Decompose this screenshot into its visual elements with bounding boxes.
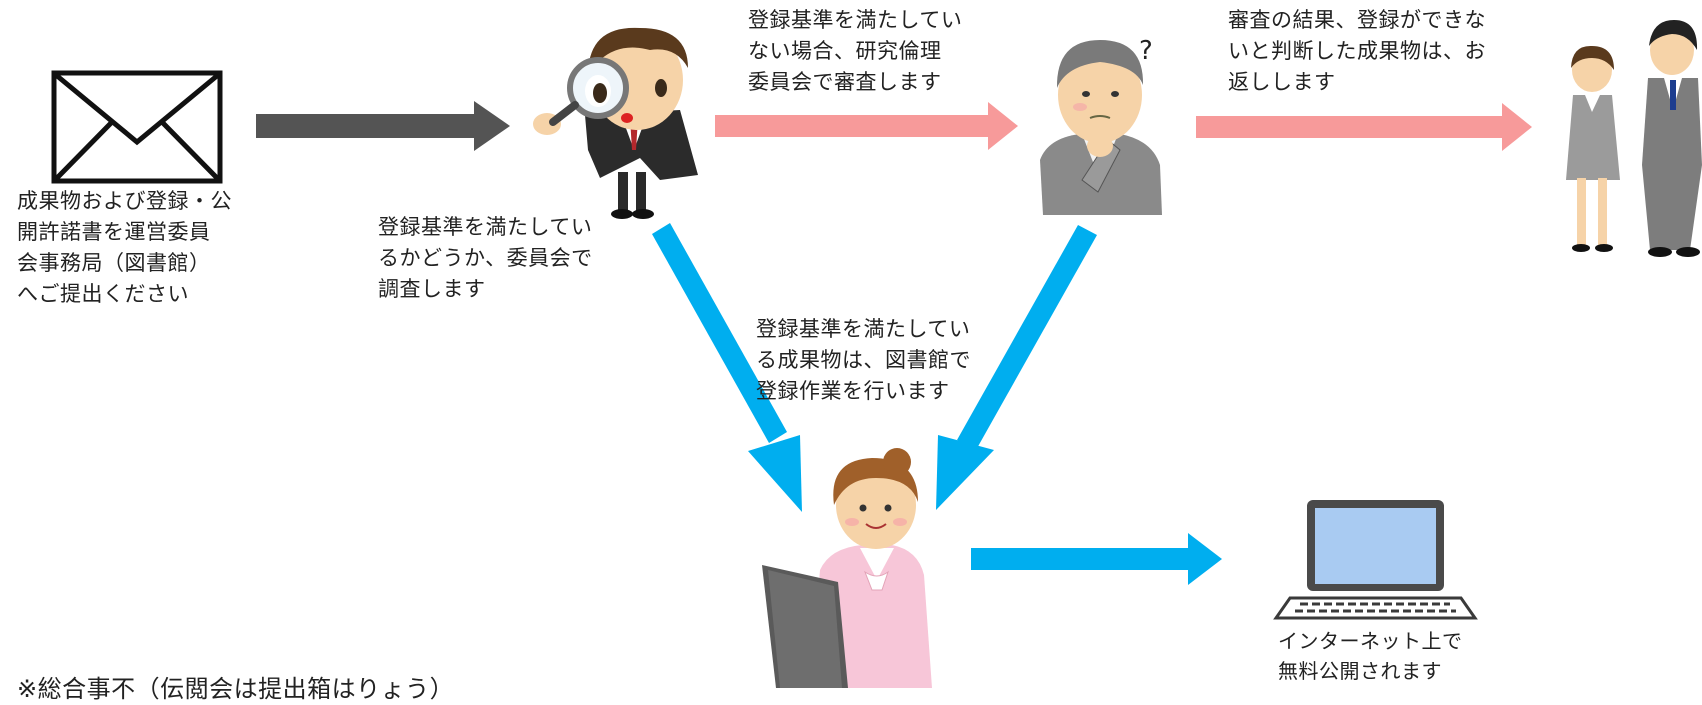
arrow-to-return	[1196, 103, 1532, 151]
label-investigate: 登録基準を満たしてい るかどうか、委員会で 調査します	[378, 215, 593, 301]
workflow-diagram: ?	[51, 20, 1702, 688]
thinking-man-icon	[1040, 40, 1162, 215]
label-submit: 成果物および登録・公 開許諾書を運営委員 会事務局（図書館） へご提出ください	[17, 189, 232, 306]
inspector-with-magnifier-icon	[533, 27, 698, 219]
librarian-at-laptop-icon	[762, 448, 932, 688]
label-ethics-review: 登録基準を満たしてい ない場合、研究倫理 委員会で審査します	[748, 8, 963, 94]
arrow-inspector-to-librarian	[652, 223, 802, 512]
label-publish: インターネット上で 無料公開されます	[1278, 629, 1463, 683]
label-register: 登録基準を満たしてい る成果物は、図書館で 登録作業を行います	[756, 317, 971, 403]
label-return: 審査の結果、登録ができな いと判断した成果物は、お 返しします	[1228, 8, 1486, 94]
laptop-icon	[1273, 500, 1478, 620]
arrow-librarian-to-laptop	[971, 533, 1222, 585]
bowing-people-icon	[1566, 20, 1702, 257]
arrow-submit-to-inspector	[256, 101, 510, 151]
footer-fragment: ※総合事不（伝閲会は提出箱はりょう）	[17, 675, 455, 703]
arrow-to-ethics	[715, 102, 1018, 150]
question-mark: ?	[1139, 36, 1153, 66]
arrow-ethics-to-librarian	[936, 225, 1097, 510]
envelope-icon	[51, 70, 223, 184]
